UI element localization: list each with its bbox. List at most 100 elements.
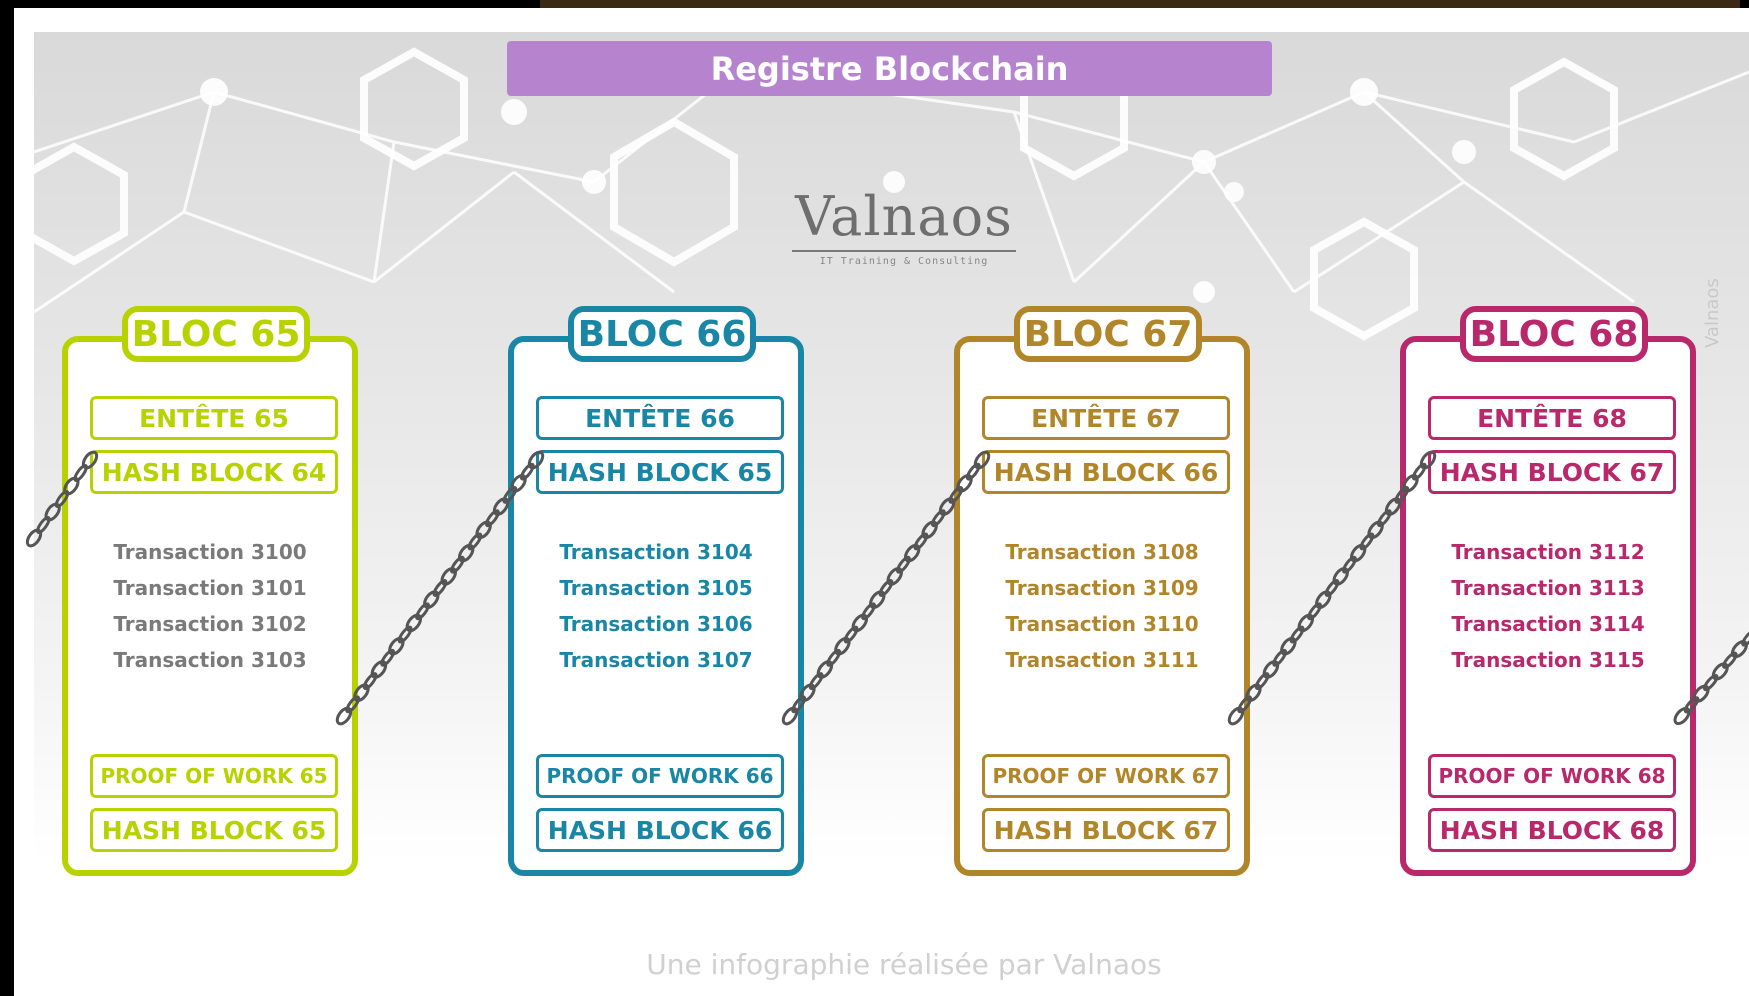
chain-link — [1297, 613, 1315, 633]
chain-link — [808, 672, 824, 691]
logo-tagline: IT Training & Consulting — [819, 256, 989, 267]
block-title: BLOC 68 — [1460, 306, 1648, 362]
chain-link — [1741, 629, 1749, 647]
block-title: BLOC 67 — [1014, 306, 1202, 362]
chain-link — [25, 528, 43, 548]
header-field: ENTÊTE 65 — [90, 396, 338, 440]
logo-name: Valnaos — [795, 185, 1013, 248]
chain-link — [1272, 648, 1288, 667]
footer-credit: Une infographie réalisée par Valnaos — [646, 948, 1162, 981]
chain-link — [834, 636, 851, 656]
chain-link — [345, 695, 361, 714]
proof-of-work-field: PROOF OF WORK 67 — [982, 754, 1230, 798]
prev-hash-field: HASH BLOCK 64 — [90, 450, 338, 494]
chain-link — [1227, 706, 1245, 726]
chain-link — [1245, 683, 1262, 703]
transaction-item: Transaction 3111 — [1005, 648, 1199, 672]
block-title: BLOC 65 — [122, 306, 310, 362]
transaction-item: Transaction 3115 — [1451, 648, 1645, 672]
transaction-item: Transaction 3102 — [113, 612, 307, 636]
chain-link — [1280, 636, 1297, 656]
header-field: ENTÊTE 68 — [1428, 396, 1676, 440]
transaction-item: Transaction 3109 — [1005, 576, 1199, 600]
chain-link — [484, 509, 500, 528]
chain-link — [73, 463, 88, 483]
hash-field: HASH BLOCK 66 — [536, 808, 784, 852]
chain-link — [1673, 706, 1691, 726]
chain-link — [781, 706, 799, 726]
hash-field: HASH BLOCK 68 — [1428, 808, 1676, 852]
chain-link — [380, 648, 396, 667]
chain-link — [432, 579, 448, 597]
header-field: ENTÊTE 67 — [982, 396, 1230, 440]
chain-link — [1289, 625, 1305, 644]
prev-hash-field: HASH BLOCK 67 — [1428, 450, 1676, 494]
chain-link — [457, 543, 475, 563]
chain-link — [335, 706, 353, 726]
chain-link — [397, 625, 413, 644]
chain-66-67 — [781, 450, 991, 726]
chain-link — [353, 683, 370, 703]
transaction-item: Transaction 3108 — [1005, 540, 1199, 564]
valnaos-logo: Valnaos IT Training & Consulting — [774, 188, 1034, 267]
chain-link — [930, 509, 946, 528]
chain-link — [1254, 672, 1270, 691]
chain-link — [1376, 509, 1392, 528]
chain-link — [1324, 579, 1340, 597]
chain-link — [1411, 462, 1427, 481]
chain-link — [816, 660, 834, 679]
chain-link — [791, 695, 807, 714]
chain-link — [388, 636, 405, 656]
transaction-item: Transaction 3103 — [113, 648, 307, 672]
chain-link — [1307, 602, 1322, 621]
chain-link — [938, 497, 956, 516]
proof-of-work-field: PROOF OF WORK 65 — [90, 754, 338, 798]
chain-link — [956, 473, 973, 493]
chain-link — [1683, 696, 1700, 714]
chain-link — [519, 462, 535, 481]
chain-link — [896, 555, 911, 574]
chain-link — [370, 660, 388, 679]
chain-link — [1702, 673, 1719, 692]
chain-link — [467, 532, 483, 551]
chain-link — [81, 450, 99, 470]
transaction-item: Transaction 3104 — [559, 540, 753, 564]
proof-of-work-field: PROOF OF WORK 66 — [536, 754, 784, 798]
block-65: BLOC 65 ENTÊTE 65 HASH BLOCK 64 Transact… — [62, 306, 358, 876]
chain-link — [903, 543, 921, 563]
chain-link — [36, 515, 51, 535]
chain-link — [851, 613, 869, 633]
transaction-item: Transaction 3112 — [1451, 540, 1645, 564]
chain-link — [362, 672, 378, 691]
transaction-item: Transaction 3101 — [113, 576, 307, 600]
prev-hash-field: HASH BLOCK 66 — [982, 450, 1230, 494]
chain-link — [1402, 473, 1419, 493]
chain-link — [1394, 485, 1410, 504]
transaction-item: Transaction 3113 — [1451, 576, 1645, 600]
chain-link — [1711, 662, 1729, 681]
top-edge-strip — [540, 0, 1740, 9]
chain-link — [44, 502, 61, 522]
block-67: BLOC 67 ENTÊTE 67 HASH BLOCK 66 Transact… — [954, 306, 1250, 876]
chain-link — [492, 497, 510, 516]
chain-link — [1349, 543, 1367, 563]
chain-link — [913, 532, 929, 551]
chain-link — [826, 648, 842, 667]
chain-link — [405, 613, 423, 633]
hash-field: HASH BLOCK 65 — [90, 808, 338, 852]
chain-67-68 — [1227, 450, 1437, 726]
chain-link — [1332, 567, 1349, 586]
chain-link — [1722, 651, 1738, 669]
chain-link — [973, 450, 991, 470]
chain-link — [1692, 684, 1710, 703]
chain-link — [1262, 660, 1280, 679]
block-title: BLOC 66 — [568, 306, 756, 362]
chain-link — [1730, 640, 1748, 659]
chain-65-66 — [335, 450, 545, 726]
header-field: ENTÊTE 66 — [536, 396, 784, 440]
chain-out-of-block-68 — [1673, 629, 1749, 726]
chain-link — [450, 555, 465, 574]
chain-link — [861, 602, 876, 621]
chain-link — [921, 520, 938, 540]
chain-link — [54, 489, 70, 509]
